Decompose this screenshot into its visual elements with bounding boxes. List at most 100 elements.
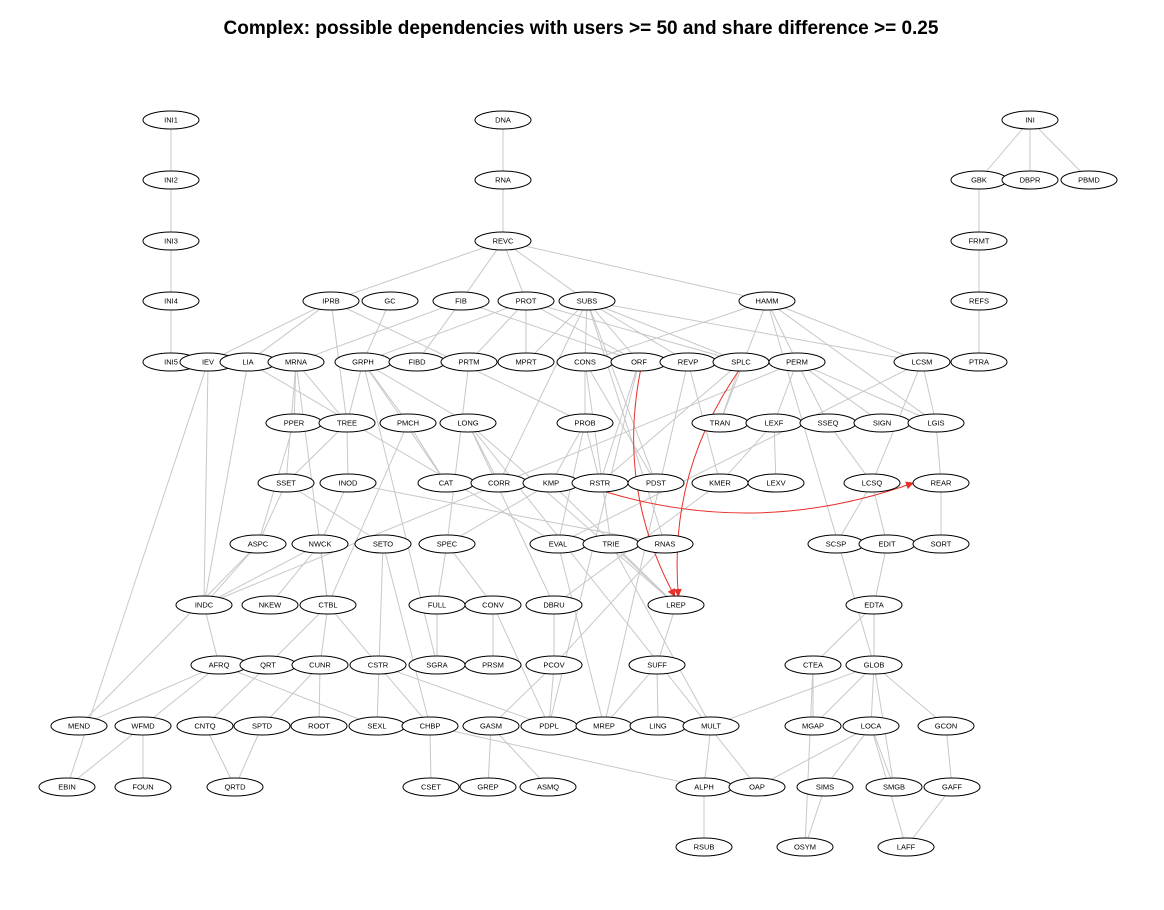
node-ini2[interactable]: INI2: [142, 170, 200, 190]
node-loca[interactable]: LOCA: [842, 716, 900, 736]
node-iprb[interactable]: IPRB: [302, 291, 360, 311]
node-qrtd[interactable]: QRTD: [206, 777, 264, 797]
node-gaff[interactable]: GAFF: [923, 777, 981, 797]
node-ini[interactable]: INI: [1001, 110, 1059, 130]
node-wfmd[interactable]: WFMD: [114, 716, 172, 736]
node-mrna[interactable]: MRNA: [267, 352, 325, 372]
node-lrep[interactable]: LREP: [647, 595, 705, 615]
node-ebin[interactable]: EBIN: [38, 777, 96, 797]
node-tran[interactable]: TRAN: [691, 413, 749, 433]
node-refs[interactable]: REFS: [950, 291, 1008, 311]
node-afrq[interactable]: AFRQ: [190, 655, 248, 675]
node-ling[interactable]: LING: [629, 716, 687, 736]
node-osym[interactable]: OSYM: [776, 837, 834, 857]
node-rsub[interactable]: RSUB: [675, 837, 733, 857]
node-nkew[interactable]: NKEW: [241, 595, 299, 615]
node-long[interactable]: LONG: [439, 413, 497, 433]
node-conv[interactable]: CONV: [464, 595, 522, 615]
node-cstr[interactable]: CSTR: [349, 655, 407, 675]
node-corr[interactable]: CORR: [470, 473, 528, 493]
node-ctbl[interactable]: CTBL: [299, 595, 357, 615]
node-prtm[interactable]: PRTM: [440, 352, 498, 372]
node-revp[interactable]: REVP: [659, 352, 717, 372]
node-pmch[interactable]: PMCH: [379, 413, 437, 433]
node-suff[interactable]: SUFF: [628, 655, 686, 675]
node-rear[interactable]: REAR: [912, 473, 970, 493]
node-lgis[interactable]: LGIS: [907, 413, 965, 433]
node-cons[interactable]: CONS: [556, 352, 614, 372]
node-hamm[interactable]: HAMM: [738, 291, 796, 311]
node-trie[interactable]: TRIE: [582, 534, 640, 554]
node-dbru[interactable]: DBRU: [525, 595, 583, 615]
node-sign[interactable]: SIGN: [853, 413, 911, 433]
node-foun[interactable]: FOUN: [114, 777, 172, 797]
node-cntq[interactable]: CNTQ: [176, 716, 234, 736]
node-cunr[interactable]: CUNR: [291, 655, 349, 675]
node-scsp[interactable]: SCSP: [807, 534, 865, 554]
node-splc[interactable]: SPLC: [712, 352, 770, 372]
node-sort[interactable]: SORT: [912, 534, 970, 554]
node-gbk[interactable]: GBK: [950, 170, 1008, 190]
node-sims[interactable]: SIMS: [796, 777, 854, 797]
node-ctea[interactable]: CTEA: [784, 655, 842, 675]
node-frmt[interactable]: FRMT: [950, 231, 1008, 251]
node-pdpl[interactable]: PDPL: [520, 716, 578, 736]
node-nwck[interactable]: NWCK: [291, 534, 349, 554]
node-mend[interactable]: MEND: [50, 716, 108, 736]
node-oap[interactable]: OAP: [728, 777, 786, 797]
node-lexv[interactable]: LEXV: [747, 473, 805, 493]
node-indc[interactable]: INDC: [175, 595, 233, 615]
node-lexf[interactable]: LEXF: [745, 413, 803, 433]
node-sset[interactable]: SSET: [257, 473, 315, 493]
node-prob[interactable]: PROB: [556, 413, 614, 433]
node-rnas[interactable]: RNAS: [636, 534, 694, 554]
node-fibd[interactable]: FIBD: [388, 352, 446, 372]
node-grep[interactable]: GREP: [459, 777, 517, 797]
node-ini3[interactable]: INI3: [142, 231, 200, 251]
node-qrt[interactable]: QRT: [239, 655, 297, 675]
node-mgap[interactable]: MGAP: [784, 716, 842, 736]
node-pdst[interactable]: PDST: [627, 473, 685, 493]
node-chbp[interactable]: CHBP: [401, 716, 459, 736]
node-grph[interactable]: GRPH: [334, 352, 392, 372]
node-gcon[interactable]: GCON: [917, 716, 975, 736]
node-mrep[interactable]: MREP: [575, 716, 633, 736]
node-glob[interactable]: GLOB: [845, 655, 903, 675]
node-pcov[interactable]: PCOV: [525, 655, 583, 675]
node-perm[interactable]: PERM: [768, 352, 826, 372]
node-dna[interactable]: DNA: [474, 110, 532, 130]
node-sgra[interactable]: SGRA: [408, 655, 466, 675]
node-revc[interactable]: REVC: [474, 231, 532, 251]
node-smgb[interactable]: SMGB: [865, 777, 923, 797]
node-subs[interactable]: SUBS: [558, 291, 616, 311]
node-gasm[interactable]: GASM: [462, 716, 520, 736]
node-alph[interactable]: ALPH: [675, 777, 733, 797]
node-pbmd[interactable]: PBMD: [1060, 170, 1118, 190]
node-eval[interactable]: EVAL: [529, 534, 587, 554]
node-cset[interactable]: CSET: [402, 777, 460, 797]
node-orf[interactable]: ORF: [610, 352, 668, 372]
node-ini4[interactable]: INI4: [142, 291, 200, 311]
node-mprt[interactable]: MPRT: [497, 352, 555, 372]
node-full[interactable]: FULL: [408, 595, 466, 615]
node-tree[interactable]: TREE: [318, 413, 376, 433]
node-sexl[interactable]: SEXL: [348, 716, 406, 736]
node-cat[interactable]: CAT: [417, 473, 475, 493]
node-edit[interactable]: EDIT: [858, 534, 916, 554]
node-edta[interactable]: EDTA: [845, 595, 903, 615]
node-fib[interactable]: FIB: [432, 291, 490, 311]
node-rstr[interactable]: RSTR: [571, 473, 629, 493]
node-ptra[interactable]: PTRA: [950, 352, 1008, 372]
node-inod[interactable]: INOD: [319, 473, 377, 493]
node-root[interactable]: ROOT: [290, 716, 348, 736]
node-prot[interactable]: PROT: [497, 291, 555, 311]
node-ini1[interactable]: INI1: [142, 110, 200, 130]
node-kmer[interactable]: KMER: [691, 473, 749, 493]
node-dbpr[interactable]: DBPR: [1001, 170, 1059, 190]
node-spec[interactable]: SPEC: [418, 534, 476, 554]
node-lcsm[interactable]: LCSM: [893, 352, 951, 372]
node-laff[interactable]: LAFF: [877, 837, 935, 857]
node-seto[interactable]: SETO: [354, 534, 412, 554]
node-mult[interactable]: MULT: [682, 716, 740, 736]
node-rna[interactable]: RNA: [474, 170, 532, 190]
